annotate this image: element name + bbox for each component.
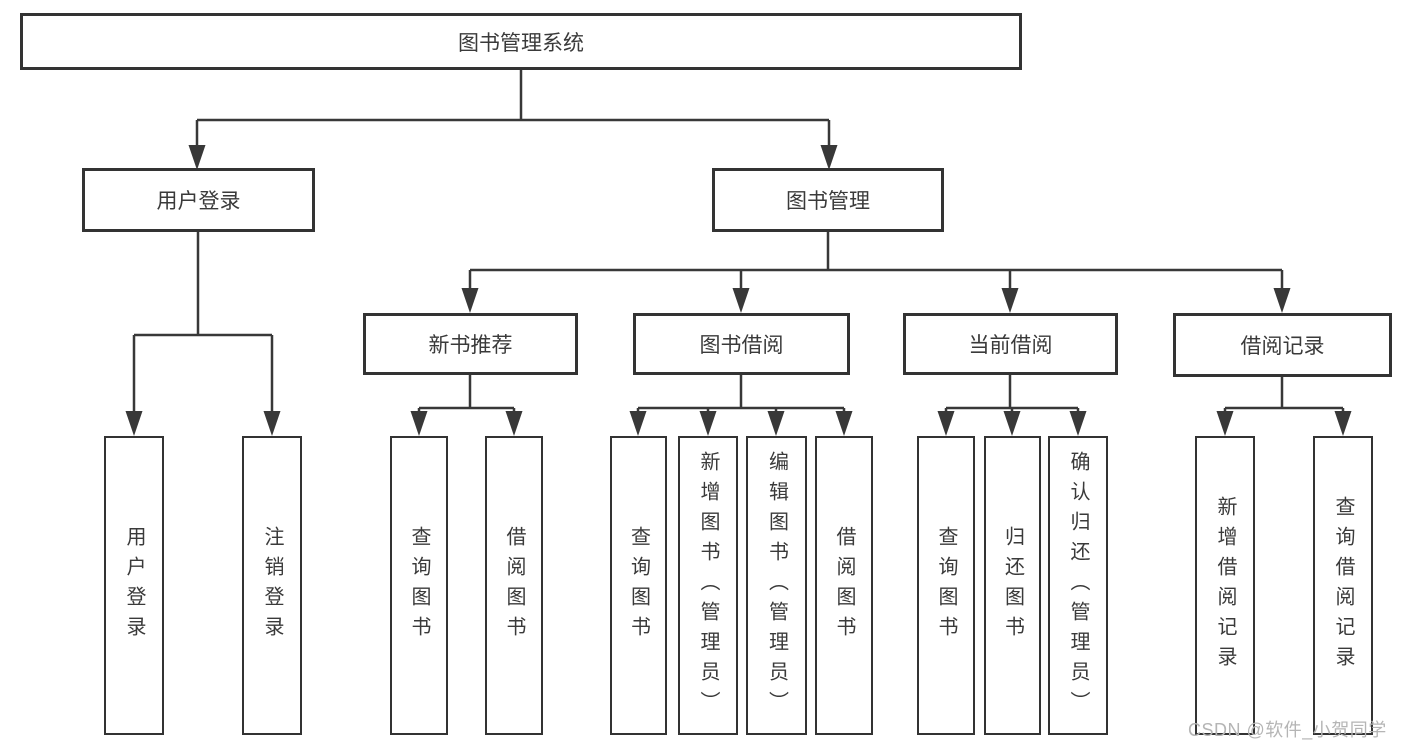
node-new-book-recommend: 新书推荐 <box>363 313 578 375</box>
node-borrow-record-label: 借阅记录 <box>1240 335 1325 358</box>
leaf-record-query-borrow-record-label: 查询借阅记录 <box>1332 495 1354 676</box>
node-root: 图书管理系统 <box>20 13 1022 70</box>
leaf-borrow-edit-book-admin-label: 编辑图书（管理员） <box>765 450 788 721</box>
leaf-record-add-borrow-record-label: 新增借阅记录 <box>1214 495 1236 676</box>
connector-root-to-level2 <box>195 70 831 148</box>
watermark: CSDN @软件_小贺同学 <box>1188 720 1387 740</box>
leaf-logout-label: 注销登录 <box>261 525 283 646</box>
leaf-current-confirm-return-admin: 确认归还（管理员） <box>1048 436 1108 735</box>
leaf-newrec-query-book: 查询图书 <box>390 436 448 735</box>
node-user-login: 用户登录 <box>82 168 315 232</box>
node-borrow-record: 借阅记录 <box>1173 313 1392 377</box>
node-root-label: 图书管理系统 <box>458 31 584 55</box>
leaf-borrow-query-book: 查询图书 <box>610 436 667 735</box>
leaf-borrow-borrow-book: 借阅图书 <box>815 436 873 735</box>
node-book-borrow-label: 图书借阅 <box>699 334 784 357</box>
leaf-current-confirm-return-admin-label: 确认归还（管理员） <box>1067 450 1089 721</box>
arrowheads <box>125 145 1352 436</box>
node-book-management: 图书管理 <box>712 168 944 232</box>
leaf-current-query-book-label: 查询图书 <box>935 525 957 646</box>
connector-userlogin-to-leaves <box>132 232 274 415</box>
node-user-login-label: 用户登录 <box>156 190 241 213</box>
leaf-borrow-edit-book-admin: 编辑图书（管理员） <box>746 436 807 735</box>
leaf-newrec-borrow-book: 借阅图书 <box>485 436 543 735</box>
leaf-record-add-borrow-record: 新增借阅记录 <box>1195 436 1255 735</box>
connector-bookborrow-to-leaves <box>636 375 846 416</box>
leaf-current-return-book: 归还图书 <box>984 436 1041 735</box>
node-new-book-recommend-label: 新书推荐 <box>428 334 513 357</box>
leaf-logout: 注销登录 <box>242 436 302 735</box>
connector-newrec-to-leaves <box>417 375 516 416</box>
node-current-borrow: 当前借阅 <box>903 313 1118 375</box>
node-current-borrow-label: 当前借阅 <box>968 334 1053 357</box>
connector-borrowrecord-to-leaves <box>1223 375 1345 416</box>
leaf-newrec-borrow-book-label: 借阅图书 <box>503 525 525 646</box>
leaf-borrow-add-book-admin: 新增图书（管理员） <box>678 436 738 735</box>
connector-bookmgmt-to-level3 <box>468 232 1284 292</box>
leaf-current-query-book: 查询图书 <box>917 436 975 735</box>
leaf-borrow-query-book-label: 查询图书 <box>627 525 650 646</box>
leaf-user-login-label: 用户登录 <box>123 525 145 646</box>
leaf-borrow-borrow-book-label: 借阅图书 <box>833 525 855 646</box>
leaf-borrow-add-book-admin-label: 新增图书（管理员） <box>697 450 719 721</box>
node-book-borrow: 图书借阅 <box>633 313 850 375</box>
node-book-management-label: 图书管理 <box>786 190 870 213</box>
leaf-user-login: 用户登录 <box>104 436 164 735</box>
leaf-newrec-query-book-label: 查询图书 <box>408 525 430 646</box>
connector-currentborrow-to-leaves <box>944 375 1080 416</box>
leaf-record-query-borrow-record: 查询借阅记录 <box>1313 436 1373 735</box>
leaf-current-return-book-label: 归还图书 <box>1001 525 1024 646</box>
